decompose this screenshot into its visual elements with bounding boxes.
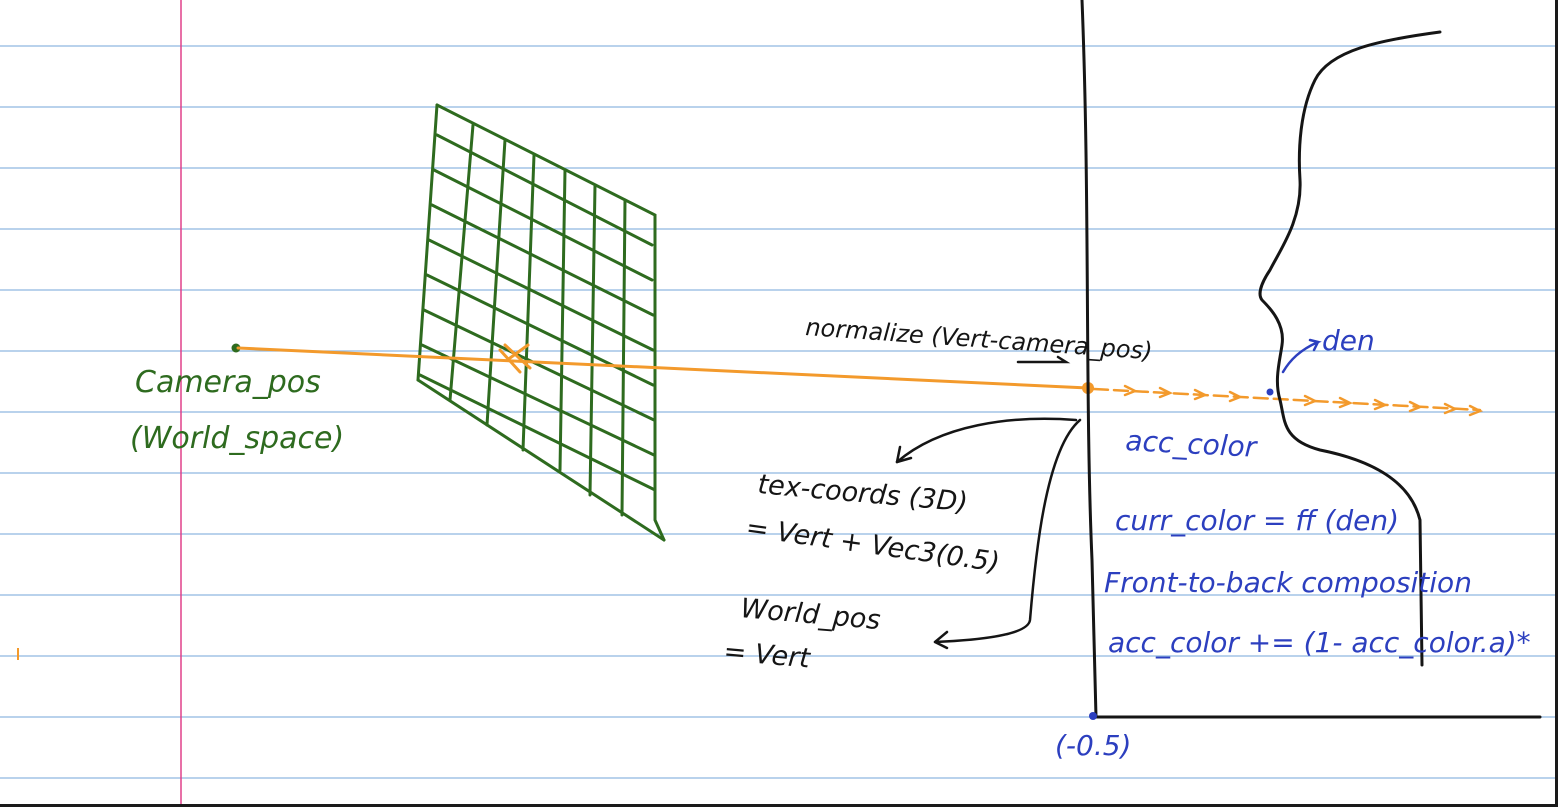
den-label: den bbox=[1322, 324, 1375, 357]
world-pos-equation: = Vert bbox=[722, 636, 812, 675]
head-silhouette bbox=[1258, 30, 1442, 667]
ruled-lines bbox=[0, 45, 1558, 779]
marching-arrows bbox=[1092, 384, 1484, 417]
corner-point bbox=[1089, 712, 1097, 720]
acc-color-label: acc_color bbox=[1125, 424, 1259, 464]
camera-point bbox=[231, 343, 241, 353]
blue-marks bbox=[1281, 338, 1322, 374]
annotation-arrows bbox=[895, 355, 1082, 650]
camera-pos-label: Camera_pos bbox=[135, 365, 321, 400]
front-to-back-label: Front-to-back composition bbox=[1104, 566, 1472, 599]
minus-half-label: (-0.5) bbox=[1055, 729, 1131, 762]
world-space-label: (World_space) bbox=[130, 421, 344, 456]
den-sample-point bbox=[1266, 388, 1274, 396]
image-plane-grid bbox=[416, 103, 666, 542]
camera-ray bbox=[236, 343, 1090, 390]
page-bottom-edge bbox=[0, 804, 1558, 807]
acc-formula-label: acc_color += (1- acc_color.a)* bbox=[1108, 626, 1531, 659]
page-right-edge bbox=[1555, 0, 1558, 807]
tex-coords-label: tex-coords (3D) bbox=[756, 469, 969, 518]
volume-box bbox=[1080, 0, 1542, 719]
tex-coords-equation: = Vert + Vec3(0.5) bbox=[744, 512, 1002, 578]
world-pos-label: World_pos bbox=[739, 593, 881, 636]
normalize-label: normalize (Vert-camera_pos) bbox=[805, 313, 1154, 365]
curr-color-label: curr_color = ff (den) bbox=[1115, 504, 1399, 537]
